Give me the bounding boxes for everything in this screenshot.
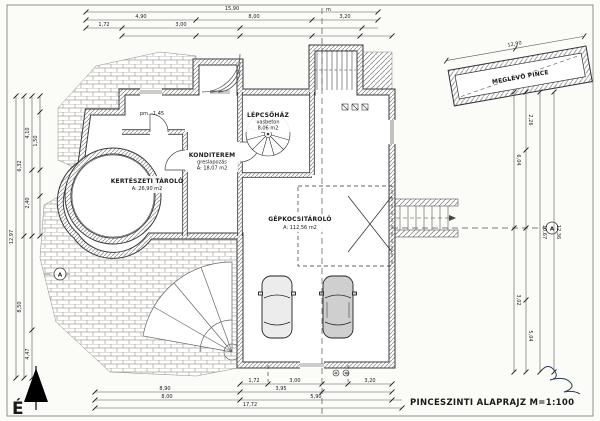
dim-label: 12,90 — [507, 40, 522, 48]
dim-label: 3,00 — [289, 378, 300, 384]
level-annotation: pm. -1,45 — [140, 111, 164, 117]
dim-label: 12,97 — [9, 230, 15, 244]
svg-text:A: A — [58, 273, 63, 279]
sheet-border — [6, 4, 594, 417]
dim-label: 3,20 — [339, 14, 350, 20]
dim-label: 1,50 — [33, 135, 39, 146]
bottom-dimension-chain: 1,72 3,00 3,20 8,90 3,95 8,00 5,90 17,72 — [92, 378, 405, 411]
axis-label: m — [326, 7, 331, 13]
dim-label: 17,72 — [243, 402, 257, 408]
room-label-stairwell: LÉPCSŐHÁZ vasbeton 8,06 m2 — [244, 110, 292, 132]
dim-label: 2,26 — [527, 114, 533, 125]
section-marker-a-right: A — [545, 221, 559, 235]
dim-label: 5,04 — [527, 330, 533, 341]
building — [56, 44, 396, 369]
north-label: É — [12, 397, 24, 419]
drain-symbols — [332, 103, 369, 377]
svg-text:vasbeton: vasbeton — [256, 120, 279, 126]
dim-label: 6,04 — [515, 154, 521, 165]
svg-text:A: A — [550, 227, 555, 233]
left-dimension-chain: 12,97 6,32 8,50 4,10 2,40 4,47 1,50 — [9, 93, 43, 381]
section-marker-a-left: A — [53, 267, 67, 281]
dim-label: 2,40 — [25, 197, 31, 208]
outer-walls — [56, 44, 396, 369]
room-label-gym: KONDITEREM greslapozás A: 18,07 m2 — [186, 150, 238, 172]
dim-label: 8,00 — [248, 14, 259, 20]
dim-label: 4,90 — [135, 14, 146, 20]
spiral-stair — [142, 261, 241, 361]
dim-label: 4,47 — [25, 348, 31, 359]
dim-label: 10,67 — [541, 225, 547, 239]
existing-cellar: MEGLÉVŐ PINCE 12,90 — [443, 32, 593, 107]
room-label-garden-storage: KERTÉSZETI TÁROLÓ A: 26,90 m2 — [111, 176, 184, 193]
signature-scribble — [539, 366, 581, 395]
dim-label: 6,32 — [17, 160, 23, 171]
svg-text:greslapozás: greslapozás — [197, 159, 227, 166]
svg-text:A: 18,07 m2: A: 18,07 m2 — [197, 166, 228, 172]
dim-label: 12,36 — [555, 225, 561, 239]
dim-label: 4,10 — [25, 127, 31, 138]
svg-text:KONDITEREM: KONDITEREM — [189, 152, 236, 159]
ramp-x-mark — [347, 195, 393, 253]
dim-label: 8,00 — [161, 394, 172, 400]
svg-text:A: 112,56 m2: A: 112,56 m2 — [283, 225, 317, 231]
dim-label: 15,90 — [225, 6, 239, 12]
dim-label: 8,50 — [17, 301, 23, 312]
dim-label: 5,90 — [310, 394, 321, 400]
dim-label: 3,20 — [364, 378, 375, 384]
dim-label: 8,90 — [159, 386, 170, 392]
dim-label: 3,95 — [275, 386, 286, 392]
page-title: PINCESZINTI ALAPRAJZ M=1:100 — [410, 398, 574, 408]
dim-label: 3,02 — [515, 294, 521, 305]
right-dimension-chain: 6,04 3,02 2,26 5,04 10,67 12,36 — [511, 89, 561, 375]
dim-label: 1,72 — [98, 22, 109, 28]
interior-walls — [122, 92, 315, 236]
svg-text:8,06 m2: 8,06 m2 — [258, 126, 279, 132]
svg-text:A: 26,90 m2: A: 26,90 m2 — [132, 186, 163, 192]
room-label-garage: GÉPKOCSITÁROLÓ A: 112,56 m2 — [266, 214, 334, 232]
north-arrow-icon: É — [12, 366, 48, 419]
top-dimension-chain: 15,90 4,90 8,00 3,20 1,72 3,00 — [83, 6, 395, 39]
svg-text:LÉPCSŐHÁZ: LÉPCSŐHÁZ — [247, 111, 290, 119]
dim-label: 3,00 — [175, 22, 186, 28]
car-top-view-2 — [319, 275, 357, 339]
axis-lines: m A A — [44, 7, 559, 414]
dim-label: 1,72 — [248, 378, 259, 384]
entry-curved-stair — [201, 53, 241, 93]
car-top-view-1 — [258, 275, 296, 339]
svg-text:KERTÉSZETI TÁROLÓ: KERTÉSZETI TÁROLÓ — [111, 177, 184, 185]
ramp-to-cellar — [391, 198, 459, 238]
svg-text:GÉPKOCSITÁROLÓ: GÉPKOCSITÁROLÓ — [268, 215, 331, 223]
